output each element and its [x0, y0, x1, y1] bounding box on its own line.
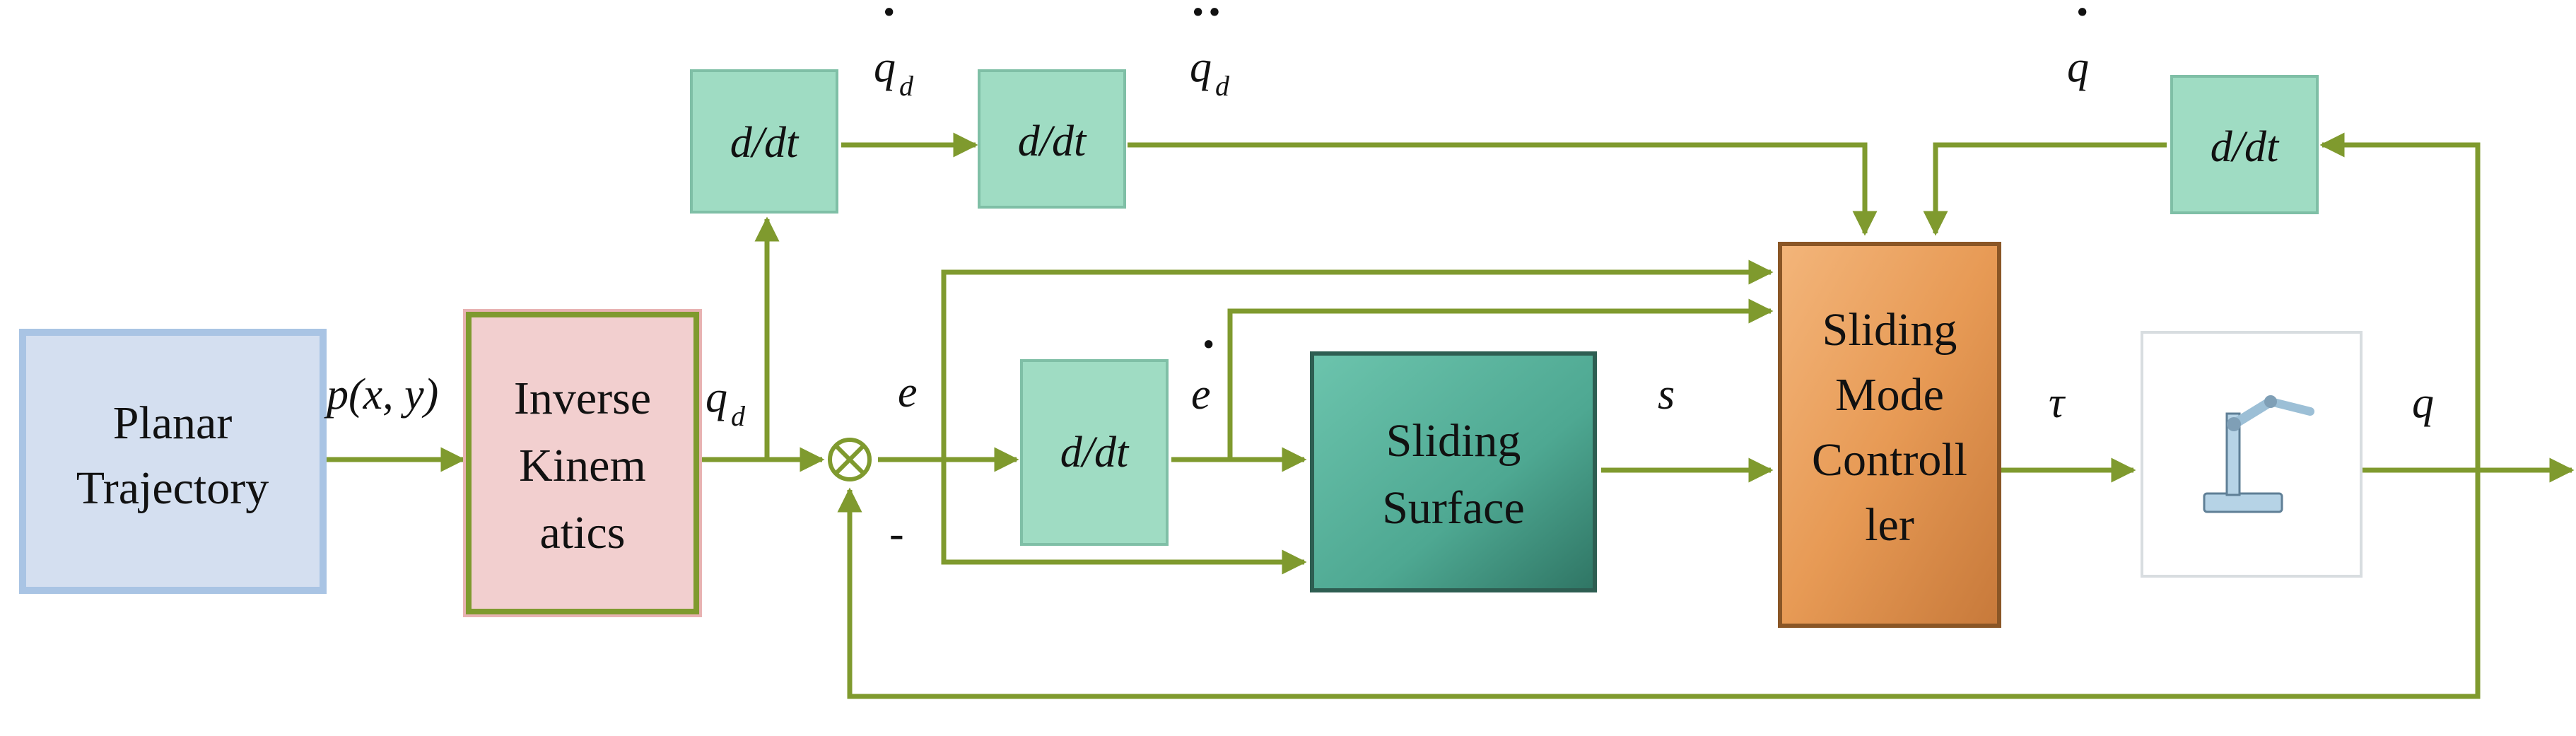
- wire-e-to-controller: [941, 259, 1774, 460]
- planar-label-line1: Planar: [113, 397, 233, 449]
- label-qd-dot: · q d: [874, 0, 914, 102]
- label-e: e: [898, 368, 918, 416]
- controller-label-line4: ler: [1865, 499, 1914, 551]
- label-q-dot: · q: [2067, 0, 2090, 91]
- wire-dt2-to-controller: [1128, 142, 1878, 236]
- label-e-dot-mark: ·: [1200, 317, 1217, 372]
- inverse-label-line2: Kinem: [519, 440, 646, 491]
- robot-arm-icon: [2203, 395, 2314, 513]
- derivative-block-qd-dot: d/dt: [978, 69, 1126, 209]
- label-qd-ddot-q: q: [1190, 43, 1212, 91]
- robot-arm-block: [2141, 331, 2363, 578]
- wire-feedback-to-sum: [837, 470, 2481, 699]
- surface-label-line1: Sliding: [1386, 415, 1521, 467]
- wire-output-to-dt3: [2319, 132, 2481, 470]
- label-qd-ddot-sub: d: [1215, 70, 1230, 102]
- surface-label-line2: Surface: [1382, 482, 1525, 534]
- dt1-label: d/dt: [730, 119, 800, 167]
- label-qd-ddot-mark: ··: [1190, 0, 1223, 40]
- planar-trajectory-block: Planar Trajectory: [19, 329, 327, 594]
- label-qd-main-sub: d: [731, 400, 746, 432]
- dt3-label: d/dt: [2211, 123, 2280, 171]
- derivative-block-q: d/dt: [2170, 75, 2319, 214]
- label-qd-dot-sub: d: [899, 70, 914, 102]
- inverse-label-line1: Inverse: [514, 373, 651, 424]
- inverse-kinematics-block: Inverse Kinem atics: [463, 309, 702, 617]
- inverse-label-line3: atics: [540, 507, 626, 559]
- controller-label-line1: Sliding: [1822, 304, 1957, 356]
- wire-dt3-to-controller: [1923, 142, 2167, 236]
- sliding-surface-block: Sliding Surface: [1310, 351, 1597, 592]
- wires: [322, 132, 2575, 699]
- label-e-dot: · e: [1191, 317, 1217, 419]
- controller-label-line3: Controll: [1812, 434, 1967, 486]
- label-minus-sign: -: [889, 510, 904, 558]
- controller-label-line2: Mode: [1835, 369, 1944, 421]
- label-q-dot-mark: ·: [2074, 0, 2090, 40]
- planar-label-line2: Trajectory: [76, 462, 269, 514]
- label-qd-main-q: q: [706, 373, 727, 421]
- dt2-label: d/dt: [1018, 117, 1087, 165]
- label-q-dot-q: q: [2067, 43, 2089, 91]
- label-tau: τ: [2049, 379, 2066, 427]
- wire-e-to-surface: [941, 460, 1307, 575]
- label-qd-main: q d: [706, 373, 746, 432]
- wire-edot-to-controller: [1227, 298, 1774, 460]
- label-q-output: q: [2412, 379, 2434, 427]
- label-p-xy: p(x, y): [324, 370, 438, 419]
- label-e-dot-e: e: [1191, 370, 1211, 419]
- label-qd-ddot: ·· q d: [1190, 0, 1230, 102]
- derivative-block-qd: d/dt: [690, 69, 838, 214]
- sliding-mode-controller-block: Sliding Mode Controll ler: [1778, 242, 2001, 628]
- summing-junction: [828, 438, 872, 481]
- derivative-block-e: d/dt: [1020, 359, 1169, 546]
- dt4-label: d/dt: [1060, 428, 1130, 477]
- label-s: s: [1658, 370, 1675, 419]
- label-qd-dot-mark: ·: [881, 0, 897, 40]
- label-qd-dot-q: q: [874, 43, 896, 91]
